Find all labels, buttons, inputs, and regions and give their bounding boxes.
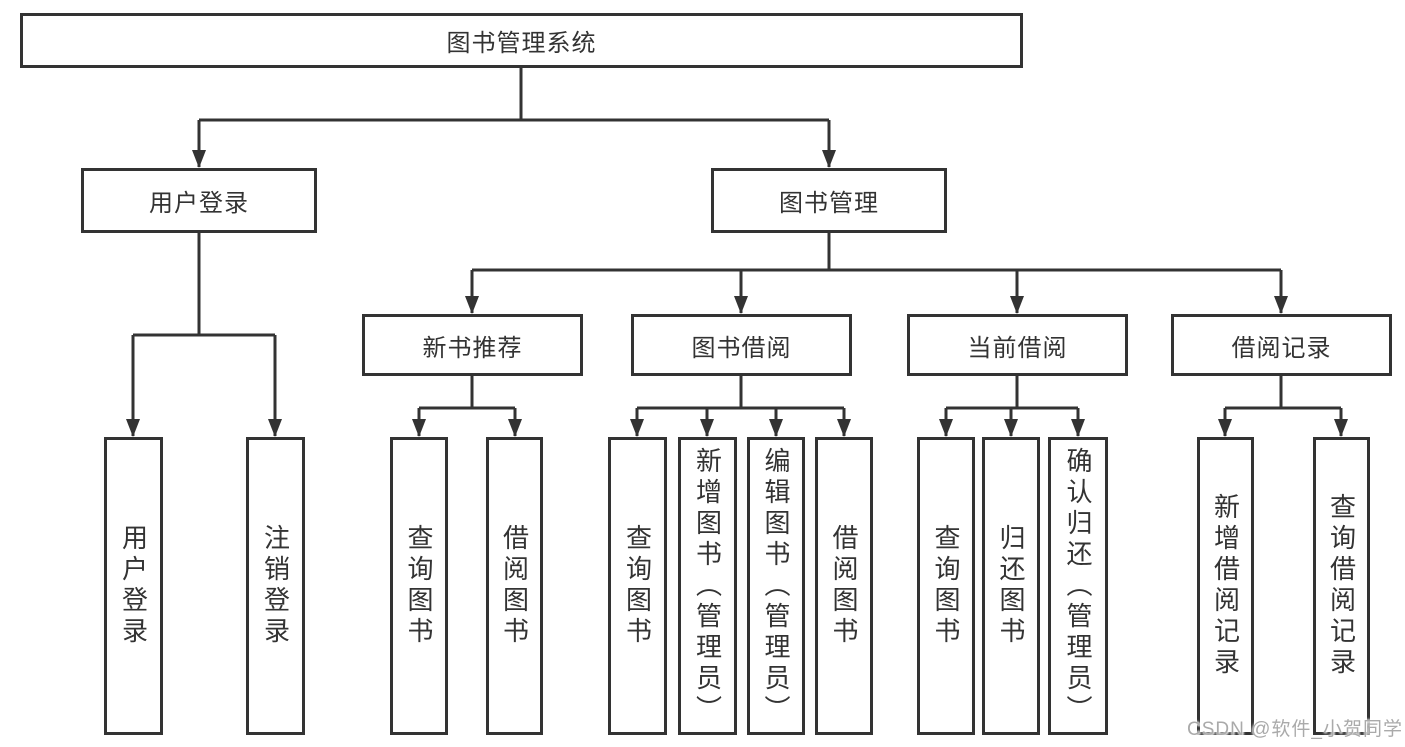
leaf-borrowing-add-books-admin-label: 新增图书（管理员） bbox=[692, 446, 723, 726]
connector-root-to-level2 bbox=[192, 68, 836, 168]
node-root-label: 图书管理系统 bbox=[446, 30, 597, 57]
leaf-user-login-label: 用户登录 bbox=[118, 524, 149, 648]
node-book-borrowing-label: 图书借阅 bbox=[691, 334, 792, 362]
leaf-current-query-books-label: 查询图书 bbox=[931, 524, 961, 648]
leaf-recommend-borrow-books-label: 借阅图书 bbox=[499, 524, 530, 648]
leaf-borrowing-edit-books-admin-label: 编辑图书（管理员） bbox=[761, 446, 791, 726]
leaf-recommend-query-books-label: 查询图书 bbox=[404, 524, 434, 648]
node-root-system: 图书管理系统 bbox=[20, 13, 1023, 68]
connector-current-borrowing-to-leaves bbox=[939, 376, 1085, 437]
leaf-borrowing-add-books-admin: 新增图书（管理员） bbox=[678, 437, 737, 735]
connector-borrowing-records-to-leaves bbox=[1218, 376, 1348, 437]
connector-user-login-to-leaves bbox=[126, 233, 282, 437]
leaf-borrowing-query-books: 查询图书 bbox=[608, 437, 667, 735]
connector-book-borrowing-to-leaves bbox=[630, 376, 851, 437]
connector-book-management-to-level3 bbox=[465, 233, 1288, 314]
node-user-login-label: 用户登录 bbox=[149, 190, 249, 217]
node-current-borrowing-label: 当前借阅 bbox=[967, 334, 1068, 362]
node-new-book-recommendation-label: 新书推荐 bbox=[422, 334, 523, 362]
node-new-book-recommendation: 新书推荐 bbox=[362, 314, 583, 376]
leaf-current-confirm-return-admin-label: 确认归还（管理员） bbox=[1063, 446, 1093, 726]
leaf-current-return-books-label: 归还图书 bbox=[996, 524, 1026, 648]
leaf-records-query-borrow-record-label: 查询借阅记录 bbox=[1326, 493, 1357, 679]
leaf-recommend-query-books: 查询图书 bbox=[390, 437, 448, 735]
leaf-borrowing-query-books-label: 查询图书 bbox=[622, 524, 653, 648]
leaf-borrowing-borrow-books-label: 借阅图书 bbox=[829, 524, 859, 648]
leaf-borrowing-borrow-books: 借阅图书 bbox=[815, 437, 873, 735]
node-book-management: 图书管理 bbox=[711, 168, 947, 233]
node-book-management-label: 图书管理 bbox=[779, 190, 879, 217]
node-book-borrowing: 图书借阅 bbox=[631, 314, 852, 376]
node-borrowing-records-label: 借阅记录 bbox=[1231, 334, 1332, 362]
leaf-records-query-borrow-record: 查询借阅记录 bbox=[1313, 437, 1370, 735]
leaf-records-add-borrow-record: 新增借阅记录 bbox=[1197, 437, 1254, 735]
leaf-current-query-books: 查询图书 bbox=[917, 437, 975, 735]
leaf-records-add-borrow-record-label: 新增借阅记录 bbox=[1210, 493, 1241, 679]
leaf-borrowing-edit-books-admin: 编辑图书（管理员） bbox=[747, 437, 805, 735]
leaf-recommend-borrow-books: 借阅图书 bbox=[486, 437, 543, 735]
leaf-logout-login-label: 注销登录 bbox=[260, 524, 291, 648]
leaf-current-confirm-return-admin: 确认归还（管理员） bbox=[1048, 437, 1108, 735]
leaf-user-login: 用户登录 bbox=[104, 437, 163, 735]
node-borrowing-records: 借阅记录 bbox=[1171, 314, 1392, 376]
leaf-current-return-books: 归还图书 bbox=[982, 437, 1040, 735]
connector-new-book-recommendation-to-leaves bbox=[412, 376, 522, 437]
leaf-logout-login: 注销登录 bbox=[246, 437, 305, 735]
node-current-borrowing: 当前借阅 bbox=[907, 314, 1128, 376]
csdn-watermark: CSDN @软件_小贺同学 bbox=[1187, 719, 1403, 740]
node-user-login: 用户登录 bbox=[81, 168, 317, 233]
